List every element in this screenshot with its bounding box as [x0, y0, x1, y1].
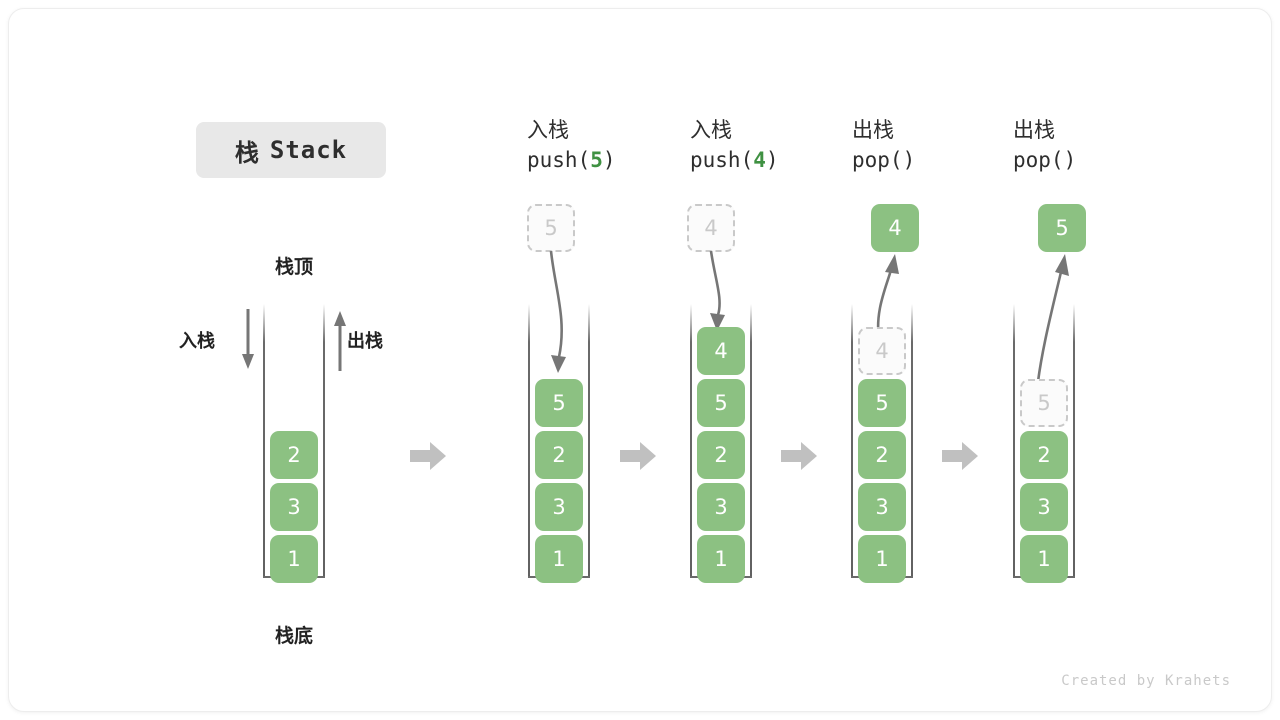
pop-motion-arrow-icon [1035, 254, 1069, 391]
diagram-title-badge: 栈 Stack [196, 122, 386, 178]
caption-code-pre: push( [527, 148, 591, 173]
caption-code-post: ) [602, 148, 616, 173]
caption-code-post: ) [902, 148, 916, 173]
stack-wall-right [1073, 304, 1075, 576]
label-stack-top: 栈顶 [274, 256, 313, 278]
stack-wall-right [911, 304, 913, 576]
floating-ghost-cell: 5 [527, 204, 575, 252]
stack-cell: 2 [1020, 431, 1068, 479]
stack-cell: 1 [858, 535, 906, 583]
stack-cell: 3 [535, 483, 583, 531]
caption-cn: 出栈 [852, 118, 894, 142]
stack-wall-left [1013, 304, 1015, 576]
caption-code-post: ) [765, 148, 779, 173]
push-motion-arrow-icon [549, 250, 566, 373]
step-caption-push5: 入栈 push(5) [527, 115, 697, 176]
flow-separator-arrow-icon [781, 442, 817, 470]
stack-cell: 2 [535, 431, 583, 479]
flow-separator-arrow-icon [620, 442, 656, 470]
label-stack-bottom: 栈底 [274, 625, 313, 647]
footer-credit: Created by Krahets [1061, 673, 1231, 689]
stack-cell: 1 [1020, 535, 1068, 583]
stack-cell: 3 [697, 483, 745, 531]
stack-cell: 1 [535, 535, 583, 583]
stack-cell: 1 [270, 535, 318, 583]
label-push-side: 入栈 [179, 331, 215, 352]
stack-cell: 3 [270, 483, 318, 531]
caption-code-pre: pop( [852, 148, 903, 173]
flow-separator-arrow-icon [942, 442, 978, 470]
stack-cell: 5 [535, 379, 583, 427]
diagram-canvas: 栈 Stack 栈顶 栈底 入栈 出栈 2 3 1 入栈 push(5) 5 [8, 8, 1272, 712]
title-cn: 栈 [234, 138, 260, 167]
stack-cell: 1 [697, 535, 745, 583]
caption-arg: 4 [753, 148, 766, 173]
floating-popped-cell: 4 [871, 204, 919, 252]
stack-cell: 4 [697, 327, 745, 375]
floating-popped-cell: 5 [1038, 204, 1086, 252]
stack-cell: 2 [697, 431, 745, 479]
stack-cell-ghost: 4 [858, 327, 906, 375]
caption-code-post: ) [1063, 148, 1077, 173]
floating-ghost-cell: 4 [687, 204, 735, 252]
stack-cell: 5 [697, 379, 745, 427]
stack-wall-left [263, 304, 265, 576]
stack-wall-left [851, 304, 853, 576]
caption-code: push(4) [690, 145, 860, 175]
stack-cell: 3 [858, 483, 906, 531]
stack-wall-left [528, 304, 530, 576]
label-pop-side: 出栈 [347, 331, 383, 352]
caption-code-pre: push( [690, 148, 754, 173]
push-direction-arrow-icon [242, 309, 254, 369]
step-caption-pop2: 出栈 pop() [1013, 115, 1183, 176]
push-motion-arrow-icon [709, 250, 725, 331]
stack-cell: 2 [858, 431, 906, 479]
stack-wall-right [323, 304, 325, 576]
stack-cell: 3 [1020, 483, 1068, 531]
caption-arg: 5 [590, 148, 603, 173]
pop-direction-arrow-icon [334, 311, 346, 371]
caption-cn: 出栈 [1013, 118, 1055, 142]
stack-wall-right [588, 304, 590, 576]
stack-wall-right [750, 304, 752, 576]
caption-cn: 入栈 [527, 118, 569, 142]
caption-cn: 入栈 [690, 118, 732, 142]
stack-cell: 2 [270, 431, 318, 479]
caption-code: push(5) [527, 145, 697, 175]
stack-wall-left [690, 304, 692, 576]
step-caption-pop1: 出栈 pop() [852, 115, 1022, 176]
stack-cell: 5 [858, 379, 906, 427]
stack-cell-ghost: 5 [1020, 379, 1068, 427]
title-en: Stack [269, 136, 348, 164]
caption-code: pop() [852, 145, 1022, 175]
caption-code-pre: pop( [1013, 148, 1064, 173]
step-caption-push4: 入栈 push(4) [690, 115, 860, 176]
caption-code: pop() [1013, 145, 1183, 175]
flow-separator-arrow-icon [410, 442, 446, 470]
